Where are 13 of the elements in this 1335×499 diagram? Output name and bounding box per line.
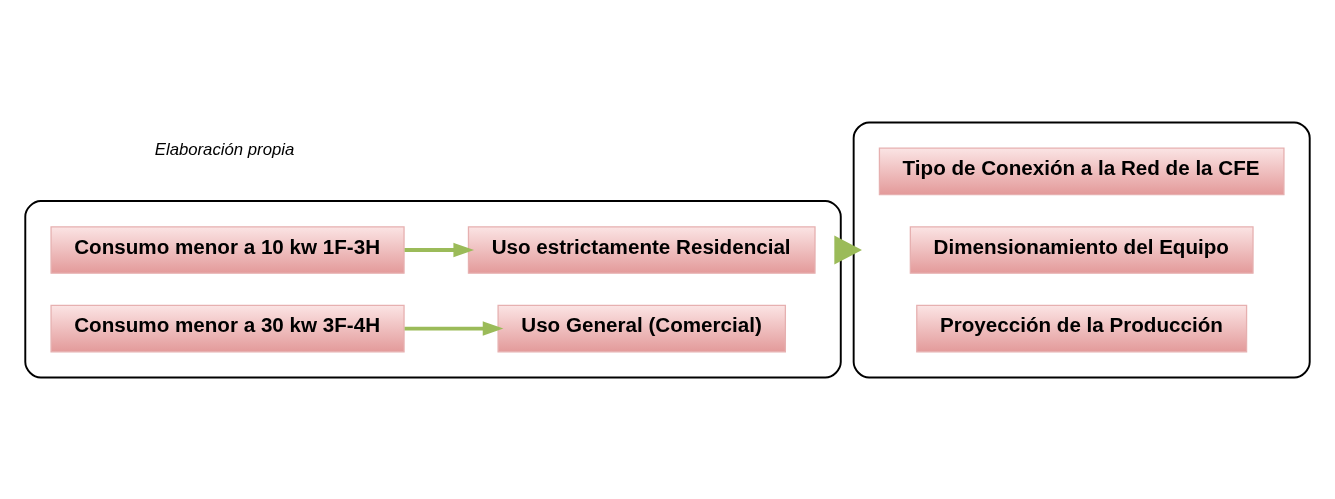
cluster	[24, 199, 842, 378]
node-box: Uso estrictamente Residencial	[467, 225, 816, 274]
arrow	[404, 320, 504, 336]
cluster	[852, 121, 1311, 378]
arrow	[834, 235, 862, 264]
node-box: Dimensionamiento del Equipo	[909, 225, 1254, 274]
label: Elaboración propia	[154, 139, 295, 159]
arrow	[404, 242, 475, 257]
node-box: Consumo menor a 10 kw 1F-3H	[50, 225, 405, 274]
node-box: Proyección de la Producción	[916, 304, 1248, 352]
node-box: Tipo de Conexión a la Red de la CFE	[878, 147, 1285, 195]
node-box: Consumo menor a 30 kw 3F-4H	[50, 304, 405, 352]
node-box: Uso General (Comercial)	[497, 304, 787, 352]
